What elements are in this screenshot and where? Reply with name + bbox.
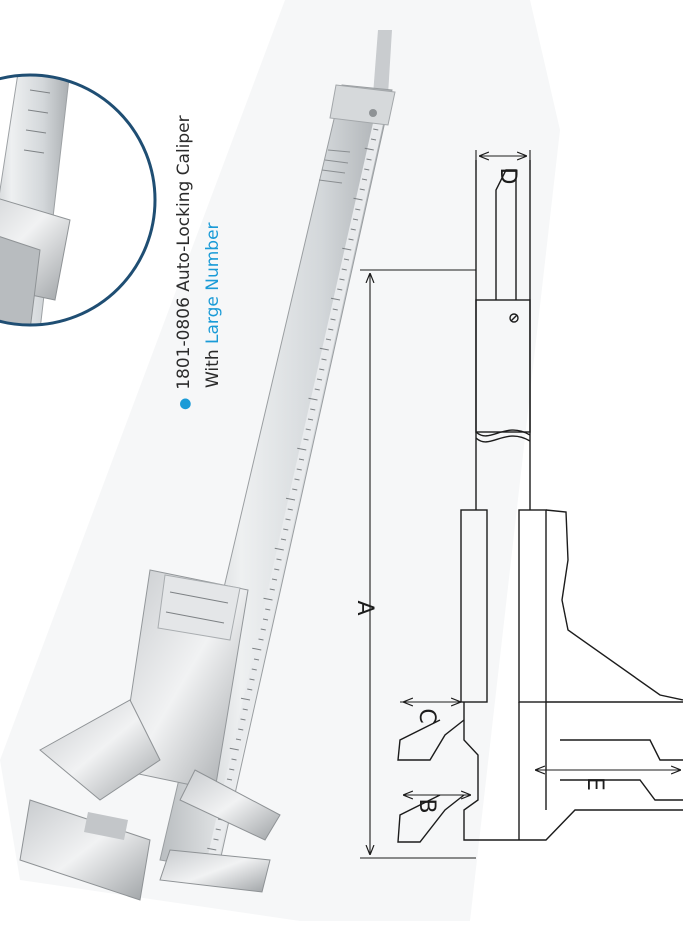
- dimension-label-e: E: [582, 777, 607, 791]
- dimension-lines: [360, 150, 680, 859]
- dimension-label-c: C: [414, 708, 439, 723]
- bullet-icon: ●: [177, 397, 193, 410]
- subtitle-prefix: With: [203, 349, 223, 388]
- beam-scale-ticks: [207, 97, 386, 861]
- detail-inset: [0, 73, 157, 327]
- product-caption: ● 1801-0806 Auto-Locking Caliper With Lar…: [170, 115, 227, 410]
- dimension-label-a: A: [352, 600, 377, 615]
- caliper-photo: [19, 30, 396, 901]
- subtitle-accent: Large Number: [203, 222, 223, 344]
- dimension-drawing: [397, 160, 683, 843]
- product-subtitle: With Large Number: [199, 115, 227, 410]
- dimension-label-b: B: [414, 798, 439, 813]
- inset-ring: [0, 73, 157, 327]
- product-title: 1801-0806 Auto-Locking Caliper: [174, 115, 194, 390]
- dimension-label-d: D: [495, 168, 520, 185]
